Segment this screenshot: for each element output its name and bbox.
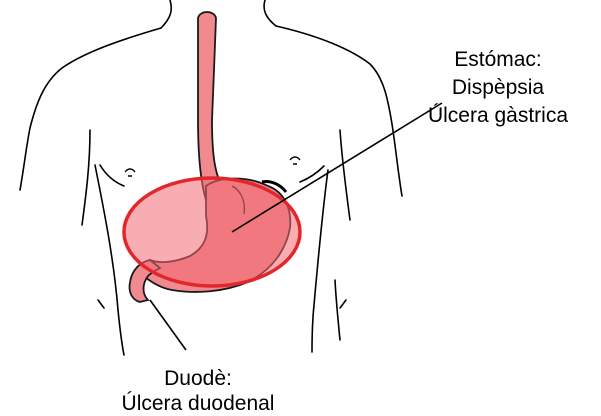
shoulder-left — [20, 28, 161, 190]
rib-left — [100, 165, 124, 186]
nipple-left — [125, 169, 135, 176]
stomach-pointer-line — [232, 103, 442, 232]
rib-right — [300, 166, 324, 182]
duodenum-label-line2: Úlcera duodenal — [122, 392, 275, 415]
stomach-label: Estómac: Dispèpsia Úlcera gàstrica — [428, 48, 568, 127]
torso-right — [312, 170, 328, 352]
stomach-label-line3: Úlcera gàstrica — [428, 104, 568, 127]
shoulder-right — [276, 26, 402, 196]
torso-left — [95, 165, 124, 355]
neck-right — [264, 0, 276, 26]
duodenum-pointer-line — [150, 300, 186, 350]
stomach-label-line1: Estómac: — [454, 48, 542, 71]
nipple-right — [290, 157, 300, 164]
stomach-label-line2: Dispèpsia — [452, 76, 545, 99]
neck-left — [161, 0, 171, 28]
arm-left — [82, 130, 90, 225]
duodenum-label: Duodè: Úlcera duodenal — [122, 367, 275, 415]
abdomen-right — [335, 280, 340, 340]
abdomen-left-tick — [98, 300, 104, 308]
abdomen-right-tick — [340, 300, 346, 308]
arm-right — [340, 130, 350, 220]
esophagus — [198, 12, 222, 200]
duodenum-label-line1: Duodè: — [164, 367, 232, 390]
stomach-highlight-ellipse — [124, 178, 300, 286]
